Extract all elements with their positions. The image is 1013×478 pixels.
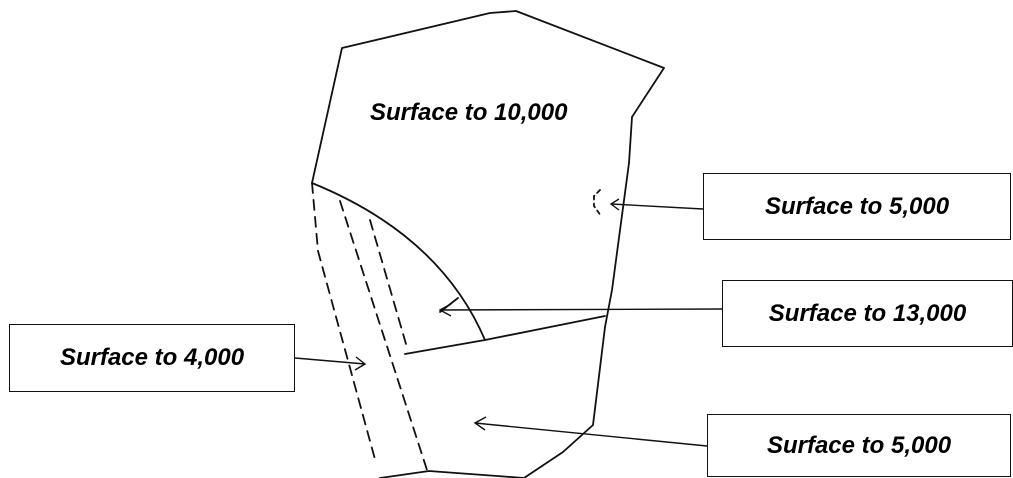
outer-boundary xyxy=(311,10,665,478)
surface-to-10000-label: Surface to 10,000 xyxy=(370,99,568,126)
surface-to-5000-callout-bottom: Surface to 5,000 xyxy=(707,414,1011,477)
surface-to-4000-callout: Surface to 4,000 xyxy=(9,324,295,392)
arrow-5000-top xyxy=(610,203,704,210)
arrow-4000 xyxy=(294,357,366,365)
callout-text: Surface to 13,000 xyxy=(768,299,967,327)
callout-text: Surface to 4,000 xyxy=(59,344,245,371)
bottom-edge xyxy=(379,470,525,478)
lower-region-boundary xyxy=(404,315,606,355)
arrowhead-4000 xyxy=(354,356,367,371)
arrow-13000 xyxy=(439,308,723,311)
dashed-line-middle xyxy=(339,200,428,471)
upper-region-boundary xyxy=(311,182,486,341)
surface-to-5000-callout-top: Surface to 5,000 xyxy=(703,173,1011,240)
callout-text: Surface to 5,000 xyxy=(766,431,952,459)
arrowhead-13000 xyxy=(438,303,452,317)
callout-text: Surface to 5,000 xyxy=(764,192,950,220)
surface-to-13000-callout: Surface to 13,000 xyxy=(722,280,1013,347)
arrowhead-5000-top xyxy=(609,198,620,211)
arrowhead-5000-bottom xyxy=(473,416,487,431)
dashed-line-inner xyxy=(369,219,407,345)
arrow-5000-bottom xyxy=(474,422,708,447)
small-dashed-marker xyxy=(593,189,602,217)
dashed-line-outer xyxy=(311,182,377,464)
